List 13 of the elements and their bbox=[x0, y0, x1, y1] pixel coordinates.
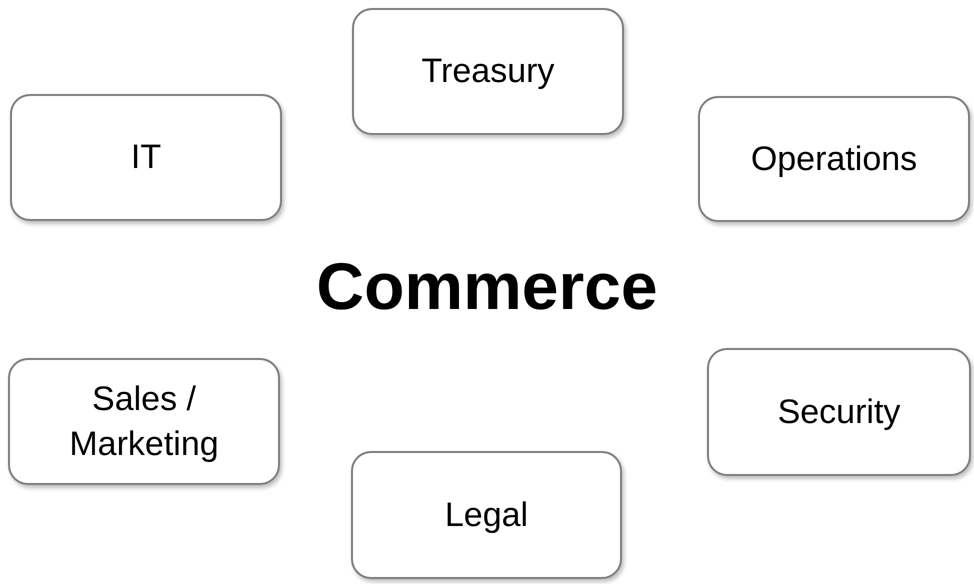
department-box bbox=[698, 96, 970, 222]
box-label: IT bbox=[130, 137, 162, 178]
diagram-title: Commerce bbox=[315, 248, 659, 324]
box-label: Legal bbox=[444, 494, 530, 536]
department-box bbox=[352, 8, 624, 135]
box-label: Treasury bbox=[420, 51, 556, 92]
department-box bbox=[8, 358, 280, 485]
box-label: Operations bbox=[750, 138, 918, 180]
department-box bbox=[707, 348, 971, 476]
department-box bbox=[10, 94, 282, 221]
box-label: Sales / Marketing bbox=[68, 379, 220, 464]
box-label: Security bbox=[776, 392, 902, 433]
department-box bbox=[351, 451, 622, 579]
